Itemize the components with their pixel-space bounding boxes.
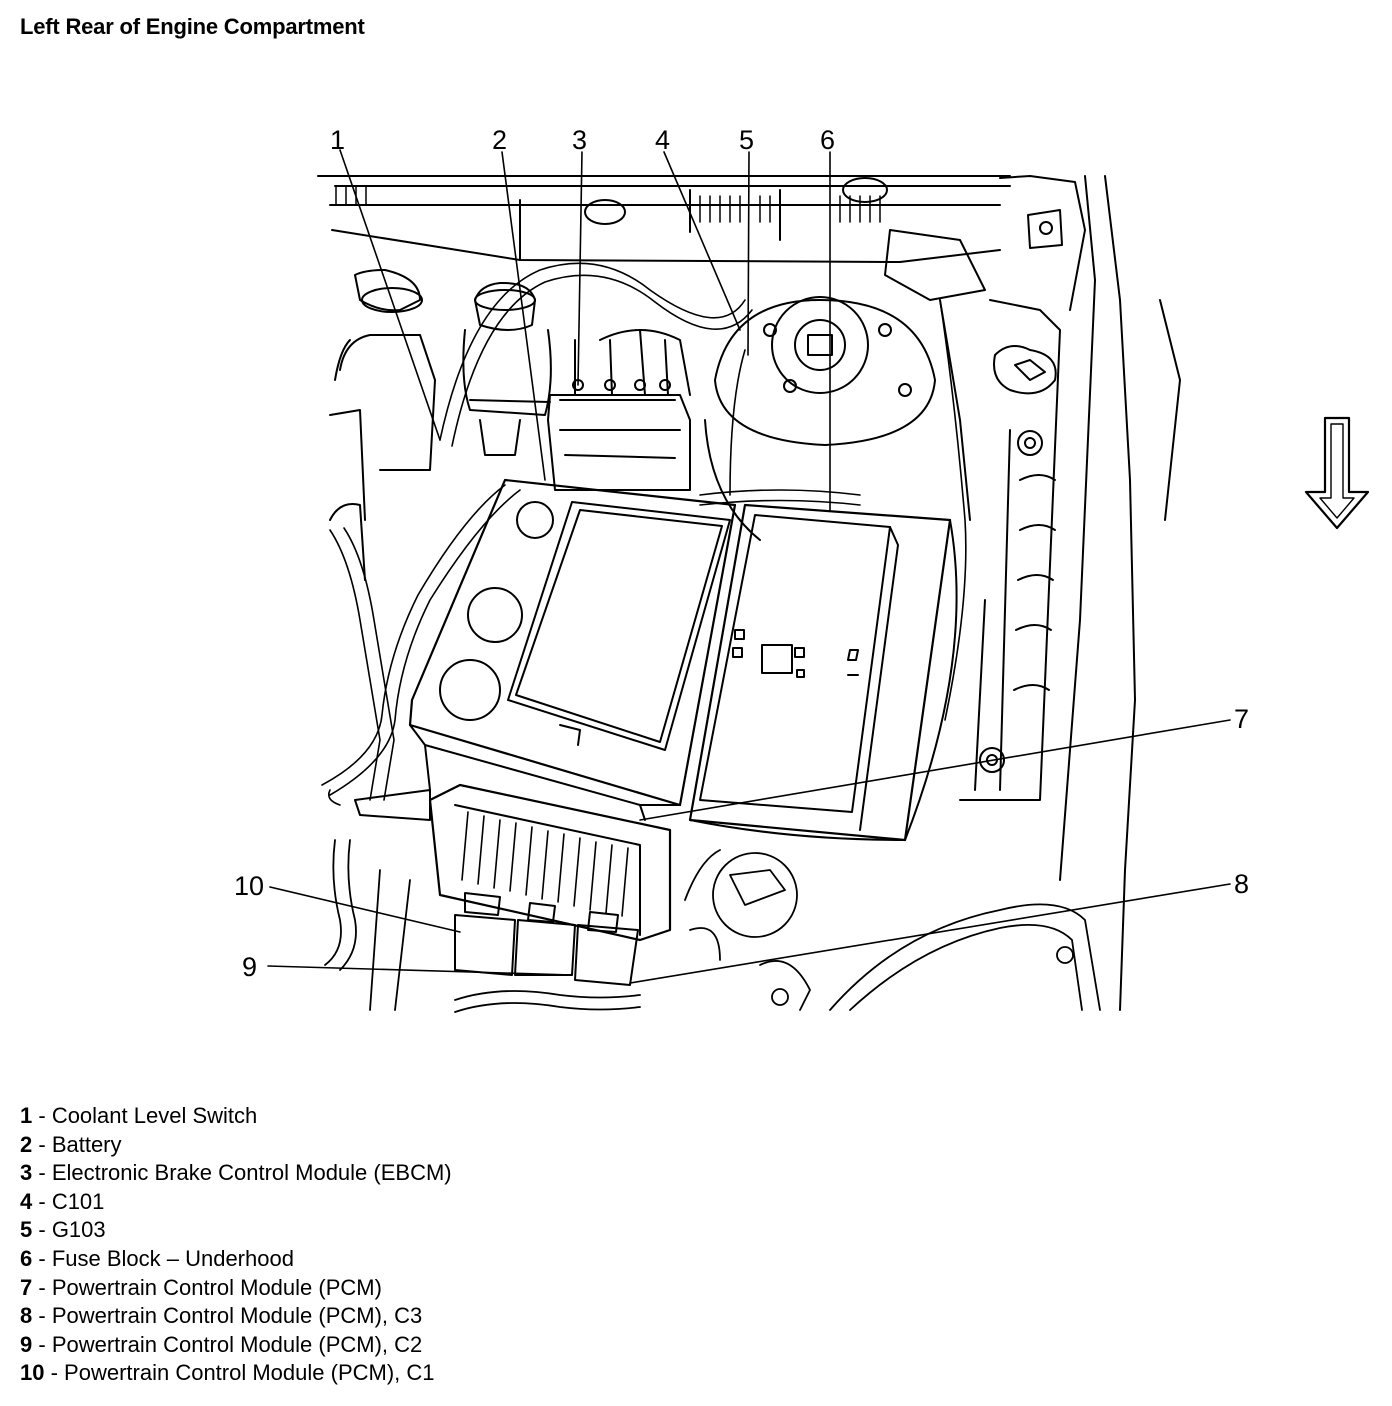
coolant-reservoir bbox=[329, 269, 436, 581]
callout-10: 10 bbox=[234, 871, 264, 901]
legend-separator: - bbox=[32, 1331, 52, 1357]
engine-compartment-diagram: 1 2 3 4 5 6 7 8 9 10 bbox=[234, 125, 1370, 1013]
legend-number: 10 bbox=[20, 1360, 45, 1386]
battery bbox=[408, 478, 737, 821]
legend-label: Powertrain Control Module (PCM) bbox=[51, 1274, 382, 1300]
legend-label: Powertrain Control Module (PCM), C1 bbox=[64, 1360, 435, 1386]
callout-3: 3 bbox=[572, 125, 587, 155]
legend-item: 6 - Fuse Block – Underhood bbox=[20, 1245, 452, 1274]
legend-number: 2 bbox=[20, 1131, 33, 1157]
legend-separator: - bbox=[32, 1245, 52, 1271]
legend-number: 8 bbox=[20, 1303, 33, 1329]
legend-number: 4 bbox=[20, 1188, 33, 1214]
legend-label: Powertrain Control Module (PCM), C2 bbox=[51, 1331, 423, 1357]
legend-label: Electronic Brake Control Module (EBCM) bbox=[51, 1160, 452, 1186]
wiring-harness bbox=[321, 262, 967, 806]
legend-label: C101 bbox=[51, 1188, 105, 1214]
legend-number: 9 bbox=[20, 1331, 33, 1357]
legend-item: 3 - Electronic Brake Control Module (EBC… bbox=[20, 1159, 452, 1188]
legend-separator: - bbox=[32, 1303, 52, 1329]
legend-separator: - bbox=[32, 1274, 52, 1300]
pcm-module bbox=[354, 783, 672, 942]
legend-item: 2 - Battery bbox=[20, 1131, 452, 1160]
legend-item: 7 - Powertrain Control Module (PCM) bbox=[20, 1274, 452, 1303]
page-title: Left Rear of Engine Compartment bbox=[20, 14, 365, 39]
cowl-panel bbox=[317, 175, 1011, 263]
leader-lines bbox=[267, 149, 1231, 984]
callout-8: 8 bbox=[1234, 869, 1249, 899]
callout-9: 9 bbox=[242, 952, 257, 982]
callout-6: 6 bbox=[820, 125, 835, 155]
legend-number: 7 bbox=[20, 1274, 33, 1300]
pcm-connectors bbox=[454, 892, 639, 986]
callout-2: 2 bbox=[492, 125, 507, 155]
legend-label: G103 bbox=[51, 1217, 106, 1243]
legend-separator: - bbox=[32, 1160, 52, 1186]
callout-5: 5 bbox=[739, 125, 754, 155]
legend-item: 10 - Powertrain Control Module (PCM), C1 bbox=[20, 1359, 452, 1388]
callout-numbers: 1 2 3 4 5 6 7 8 9 10 bbox=[234, 125, 1249, 982]
underhood-fuse-block bbox=[688, 503, 958, 842]
legend-number: 6 bbox=[20, 1245, 33, 1271]
strut-tower bbox=[704, 296, 971, 541]
legend-number: 5 bbox=[20, 1217, 33, 1243]
callout-1: 1 bbox=[330, 125, 345, 155]
legend-label: Powertrain Control Module (PCM), C3 bbox=[51, 1303, 423, 1329]
legend-item: 4 - C101 bbox=[20, 1188, 452, 1217]
legend-label: Fuse Block – Underhood bbox=[51, 1245, 294, 1271]
front-direction-arrow-icon bbox=[1304, 416, 1370, 530]
legend-label: Coolant Level Switch bbox=[51, 1103, 258, 1128]
legend-separator: - bbox=[44, 1360, 65, 1386]
legend-separator: - bbox=[32, 1188, 52, 1214]
legend-item: 1 - Coolant Level Switch bbox=[20, 1102, 452, 1131]
legend-item: 9 - Powertrain Control Module (PCM), C2 bbox=[20, 1331, 452, 1360]
lower-components bbox=[324, 839, 1101, 1013]
legend-separator: - bbox=[32, 1131, 52, 1157]
legend-number: 3 bbox=[20, 1160, 33, 1186]
callout-7: 7 bbox=[1234, 704, 1249, 734]
legend-number: 1 bbox=[20, 1103, 33, 1128]
legend-separator: - bbox=[32, 1217, 52, 1243]
callout-4: 4 bbox=[655, 125, 670, 155]
ebcm-module bbox=[547, 329, 691, 491]
legend-label: Battery bbox=[51, 1131, 122, 1157]
legend-item: 8 - Powertrain Control Module (PCM), C3 bbox=[20, 1302, 452, 1331]
legend-item: 5 - G103 bbox=[20, 1216, 452, 1245]
legend-separator: - bbox=[32, 1103, 52, 1128]
fender-structure bbox=[884, 175, 1181, 1011]
